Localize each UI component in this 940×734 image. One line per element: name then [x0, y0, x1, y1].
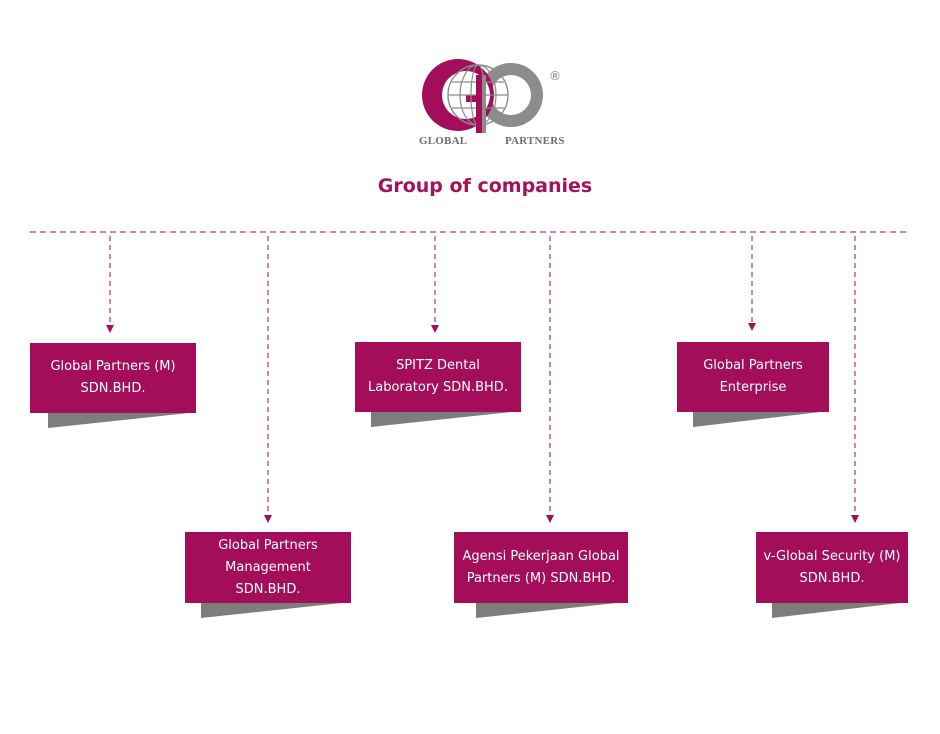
box-shadow [371, 411, 521, 427]
logo-word-partners: PARTNERS [505, 135, 565, 147]
company-box-global-partners-management: Global Partners Management SDN.BHD. [185, 532, 351, 603]
box-shadow [772, 602, 908, 618]
globe-logo-icon [422, 59, 543, 133]
company-label: Global Partners Enterprise [703, 358, 803, 395]
company-box-agensi-pekerjaan: Agensi Pekerjaan Global Partners (M) SDN… [454, 532, 628, 603]
page-title: Group of companies [377, 175, 593, 197]
company-box-global-partners-m: Global Partners (M) SDN.BHD. [30, 343, 196, 413]
registered-mark: ® [549, 69, 561, 83]
company-label: SPITZ Dental Laboratory SDN.BHD. [368, 358, 508, 395]
box-shadow [48, 412, 198, 428]
global-partners-logo: GLOBAL PARTNERS ® [414, 55, 564, 150]
logo-word-global: GLOBAL [419, 135, 468, 147]
box-shadow [693, 411, 829, 427]
company-box-v-global-security: v-Global Security (M) SDN.BHD. [756, 532, 908, 603]
company-label: v-Global Security (M) SDN.BHD. [763, 548, 901, 586]
company-label: Global Partners (M) SDN.BHD. [50, 359, 176, 396]
company-box-spitz-dental: SPITZ Dental Laboratory SDN.BHD. [355, 342, 521, 412]
company-label: Agensi Pekerjaan Global Partners (M) SDN… [462, 548, 620, 586]
box-shadow [201, 602, 351, 618]
company-box-global-partners-enterprise: Global Partners Enterprise [677, 342, 829, 412]
box-shadow [476, 602, 626, 618]
company-label: Global Partners Management SDN.BHD. [218, 537, 318, 597]
